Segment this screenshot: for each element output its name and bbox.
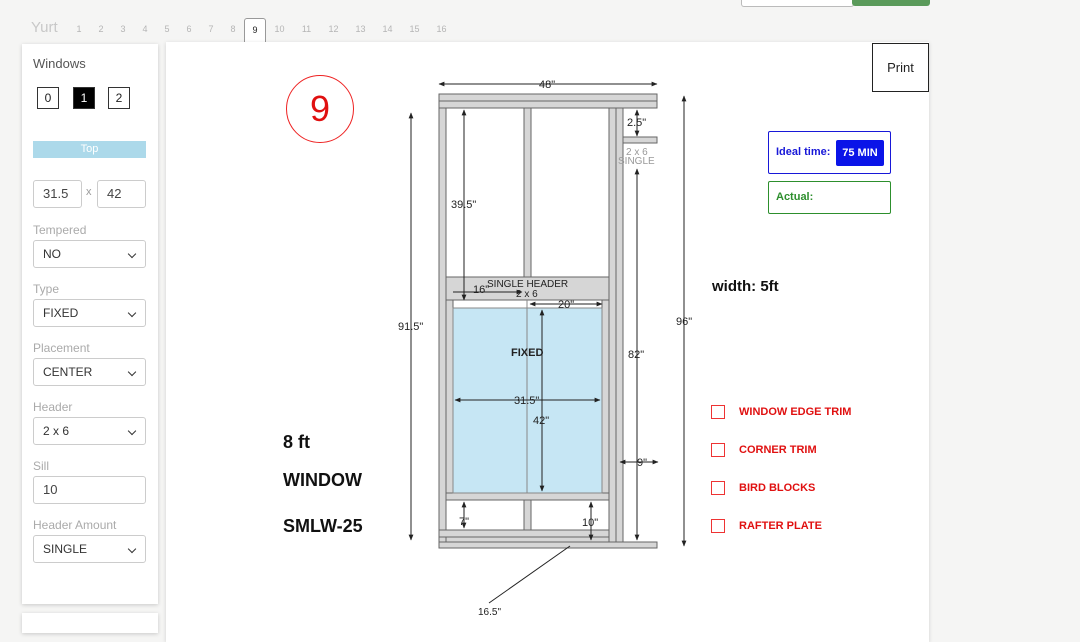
lumber-frame — [438, 93, 658, 549]
type-value: FIXED — [43, 306, 79, 320]
actual-time-box[interactable]: Actual: — [768, 181, 891, 214]
bottom-right-label: 10" — [582, 517, 598, 529]
placement-value: CENTER — [43, 365, 93, 379]
rafter-plate-checkbox[interactable] — [711, 519, 725, 533]
plate-gap-label: 2.5" — [627, 117, 646, 129]
print-button[interactable]: Print — [872, 43, 929, 92]
page-tab-5[interactable]: 5 — [164, 24, 170, 34]
page-tab-12[interactable]: 12 — [328, 24, 339, 34]
page-tab-14[interactable]: 14 — [382, 24, 393, 34]
dimension-lines — [408, 81, 687, 604]
right-sill-label: 9" — [637, 457, 647, 469]
tempered-label: Tempered — [33, 223, 87, 237]
type-select[interactable]: FIXED — [33, 299, 146, 327]
sidebar-title: Windows — [33, 56, 86, 71]
header-amount-label: Header Amount — [33, 518, 117, 532]
window-height-input[interactable]: 42 — [97, 180, 146, 208]
header-label: Header — [33, 400, 73, 414]
right-width-label: 20" — [558, 299, 574, 311]
size-separator: x — [86, 186, 92, 198]
header-size-label: 2 x 6 — [516, 289, 538, 300]
sill-label: Sill — [33, 459, 50, 473]
framing-drawing: 48" 91.5" 96" 39.5" 2.5" 2 x 6 SINGLE SI… — [398, 79, 692, 618]
window-edge-trim-checkbox[interactable] — [711, 405, 725, 419]
code-label: SMLW-25 — [283, 516, 363, 536]
tempered-select[interactable]: NO — [33, 240, 146, 268]
page-tab-8[interactable]: 8 — [230, 24, 236, 34]
window-count-1-button[interactable]: 1 — [73, 87, 95, 109]
page-tab-6[interactable]: 6 — [186, 24, 192, 34]
bottom-left-label: 7" — [459, 516, 469, 528]
header-select[interactable]: 2 x 6 — [33, 417, 146, 445]
page-tab-3[interactable]: 3 — [120, 24, 126, 34]
stud-size-label: 2 x 6 — [626, 147, 648, 158]
page-tab-1[interactable]: 1 — [76, 24, 82, 34]
page-tab-4[interactable]: 4 — [142, 24, 148, 34]
top-primary-button[interactable] — [852, 0, 930, 6]
window-position-bar[interactable]: Top — [33, 141, 146, 158]
side-height-label: 91.5" — [398, 321, 423, 333]
page-tab-7[interactable]: 7 — [208, 24, 214, 34]
header-amount-value: SINGLE — [43, 542, 88, 556]
page-tab-11[interactable]: 11 — [301, 24, 312, 34]
bird-blocks-checkbox[interactable] — [711, 481, 725, 495]
window-count-0-button[interactable]: 0 — [37, 87, 59, 109]
placement-label: Placement — [33, 341, 90, 355]
window-edge-trim-label: WINDOW EDGE TRIM — [739, 406, 852, 418]
ideal-time-label: Ideal time: — [776, 146, 831, 158]
bottom-pointer-label: 16.5" — [478, 607, 501, 618]
page-tab-16[interactable]: 16 — [436, 24, 447, 34]
page-tab-9[interactable]: 9 — [244, 17, 266, 42]
top-gap-label: 39.5" — [451, 199, 476, 211]
page-tab-2[interactable]: 2 — [98, 24, 104, 34]
ideal-time-box: Ideal time: 75 MIN — [768, 131, 891, 174]
window-width-dimension: 31.5" — [514, 395, 539, 407]
brand-logo: Yurt — [31, 19, 58, 36]
window-height-dimension: 42" — [533, 415, 549, 427]
page-tabs: 1 2 3 4 5 6 7 8 9 10 11 12 13 14 15 16 — [68, 17, 455, 42]
page-tab-13[interactable]: 13 — [355, 24, 366, 34]
windows-sidebar: Windows 0 1 2 Top 31.5 x 42 Tempered NO … — [22, 44, 158, 604]
placement-select[interactable]: CENTER — [33, 358, 146, 386]
stud-count-label: SINGLE — [618, 156, 655, 167]
window-type-label: FIXED — [511, 347, 543, 359]
right-height-label: 82" — [628, 349, 644, 361]
header-amount-select[interactable]: SINGLE — [33, 535, 146, 563]
height-label: 8 ft — [283, 432, 310, 452]
kind-label: WINDOW — [283, 470, 362, 490]
bird-blocks-label: BIRD BLOCKS — [739, 482, 816, 494]
page-tab-10[interactable]: 10 — [274, 24, 285, 34]
actual-time-label: Actual: — [776, 191, 814, 203]
window-width-input[interactable]: 31.5 — [33, 180, 82, 208]
rafter-plate-label: RAFTER PLATE — [739, 520, 822, 532]
page-tab-15[interactable]: 15 — [409, 24, 420, 34]
sill-input[interactable]: 10 — [33, 476, 146, 504]
corner-trim-label: CORNER TRIM — [739, 444, 817, 456]
header-type-label: SINGLE HEADER — [487, 279, 568, 290]
wall-number-badge: 9 — [286, 75, 354, 143]
overall-width-label: 48" — [539, 79, 555, 91]
ideal-time-value: 75 MIN — [836, 140, 884, 166]
corner-trim-checkbox[interactable] — [711, 443, 725, 457]
window-count-2-button[interactable]: 2 — [108, 87, 130, 109]
header-value: 2 x 6 — [43, 424, 70, 438]
overall-height-label: 96" — [676, 316, 692, 328]
tempered-value: NO — [43, 247, 61, 261]
wall-width-label: width: 5ft — [712, 278, 779, 295]
left-offset-label: 16" — [473, 284, 489, 296]
type-label: Type — [33, 282, 60, 296]
